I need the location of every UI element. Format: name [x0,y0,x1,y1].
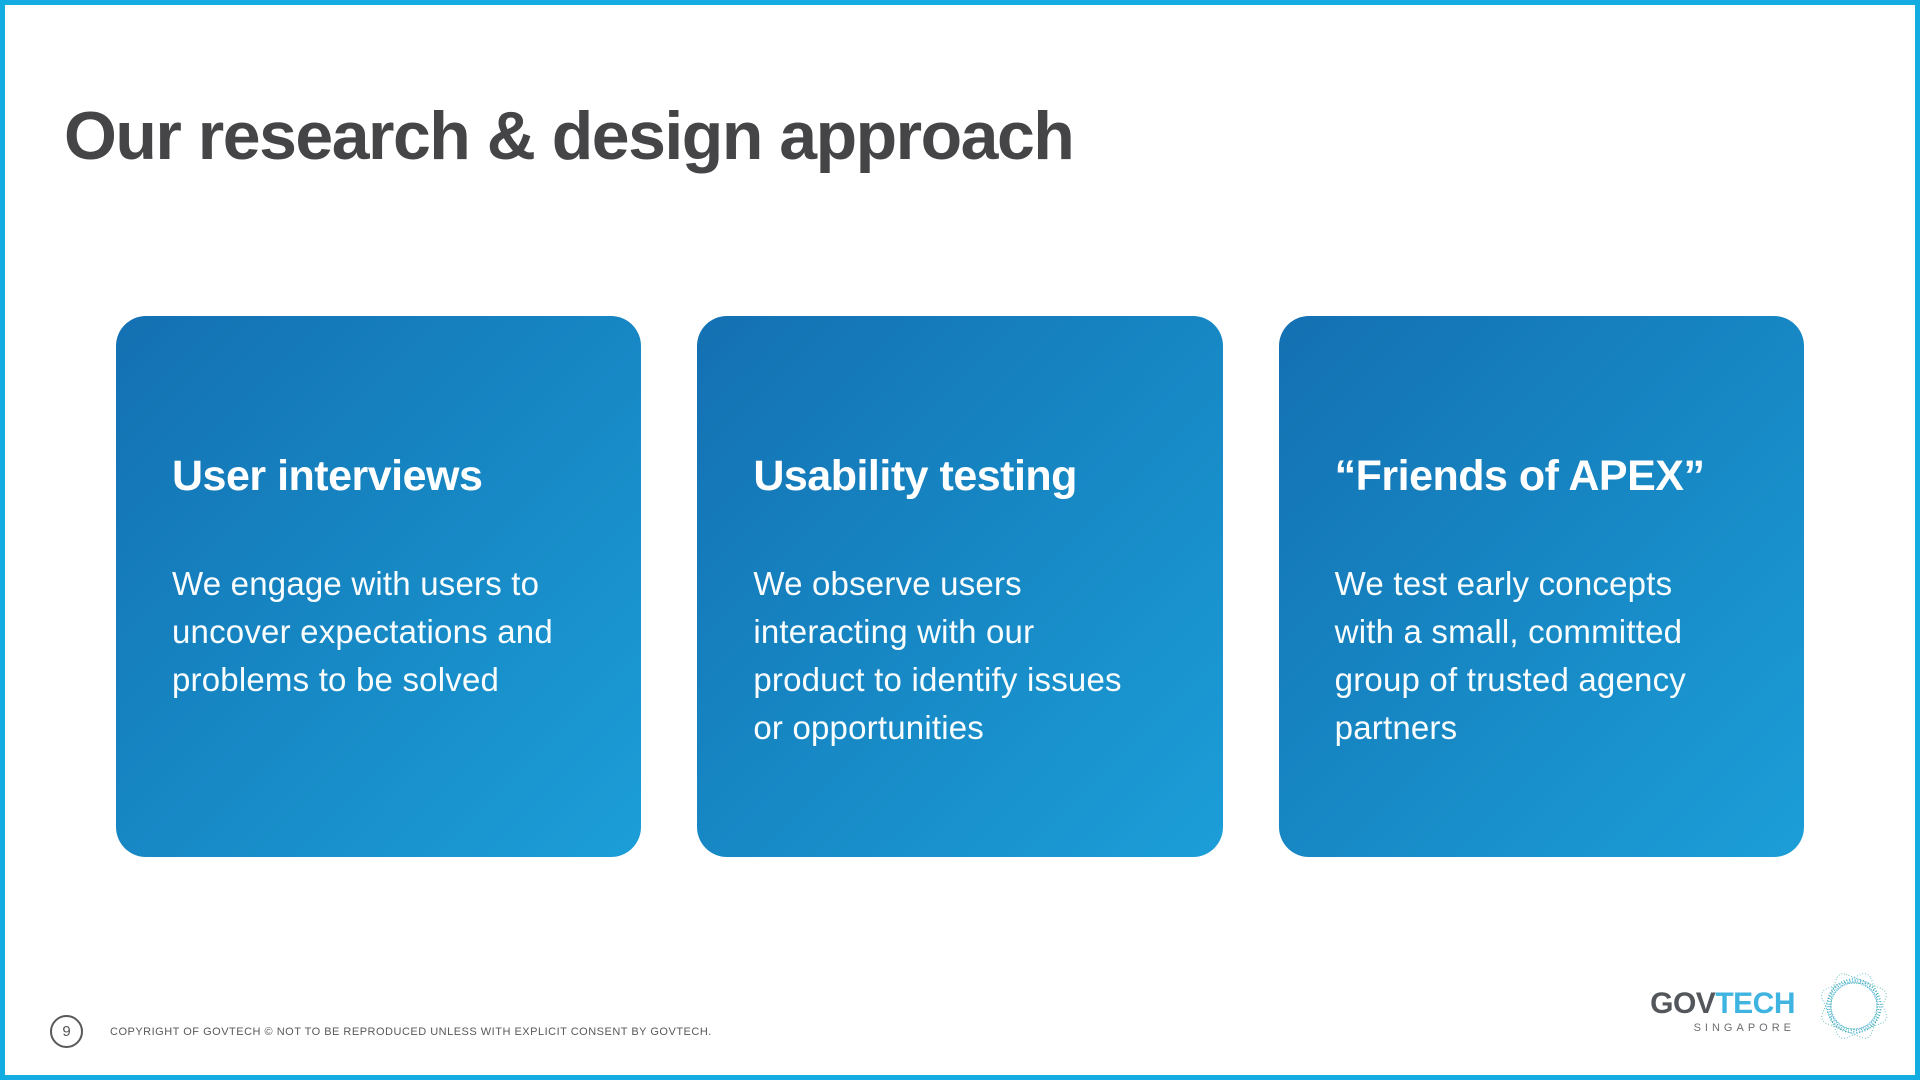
approach-cards: User interviews We engage with users to … [108,309,1804,857]
card-heading: “Friends of APEX” [1334,452,1705,500]
card-user-interviews: User interviews We engage with users to … [108,309,642,857]
page-title: Our research & design approach [64,97,1075,174]
card-heading: Usability testing [753,452,1077,500]
govtech-rosette-icon [1821,973,1887,1039]
card-heading: User interviews [172,452,483,500]
card-description: We test early concepts with a small, com… [1334,565,1686,746]
page-number: 9 [62,1023,71,1040]
card-description: We observe users interacting with our pr… [753,565,1122,746]
logo-tech-text: TECH [1715,987,1795,1020]
card-usability-testing: Usability testing We observe users inter… [690,309,1223,857]
page-number-badge: 9 [50,1015,83,1048]
logo-singapore-text: SINGAPORE [1693,1022,1795,1034]
govtech-wordmark: GOVTECH [1545,989,1795,1019]
copyright-text: COPYRIGHT OF GOVTECH © NOT TO BE REPRODU… [110,1026,712,1038]
logo-gov-text: GOV [1650,987,1716,1020]
govtech-logo: GOVTECH SINGAPORE [1545,989,1795,1034]
card-description: We engage with users to uncover expectat… [172,565,553,698]
card-friends-of-apex: “Friends of APEX” We test early concepts… [1271,309,1804,857]
